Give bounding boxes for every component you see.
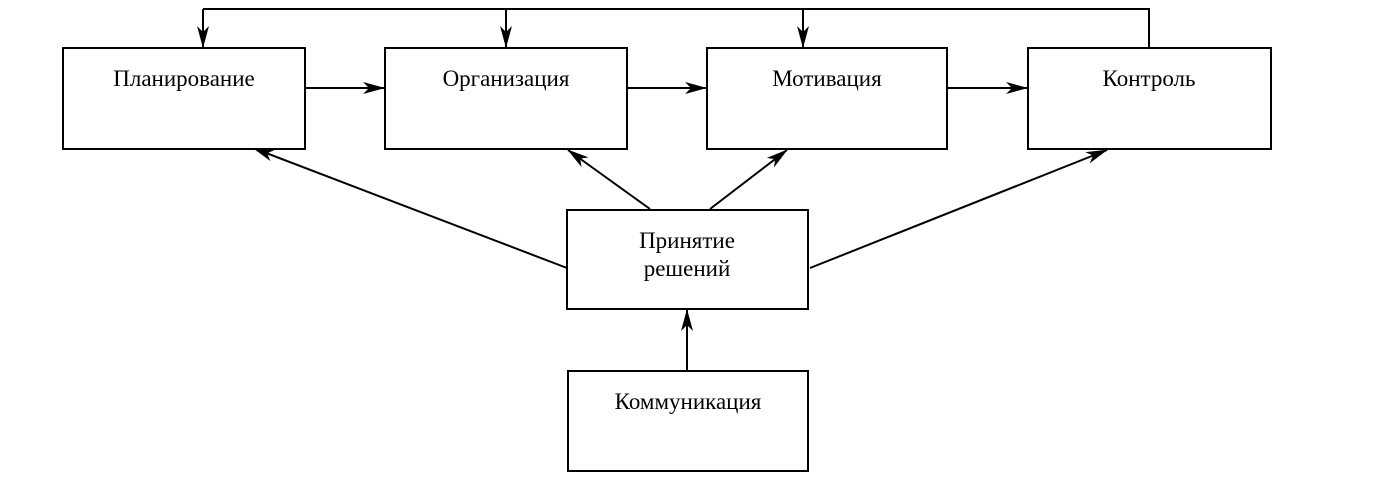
node-control-label: Контроль: [1103, 66, 1196, 91]
arrow-decision-to-planning: [252, 147, 568, 269]
node-decision-making-label-line1: Принятие: [639, 228, 735, 253]
arrow-decision-to-control: [809, 149, 1108, 269]
arrow-decision-to-motivation: [709, 149, 788, 210]
node-organization: Организация: [384, 47, 628, 150]
node-motivation: Мотивация: [706, 47, 948, 150]
feedback-line-from-control: [203, 8, 1150, 47]
node-control: Контроль: [1027, 47, 1272, 150]
node-organization-label: Организация: [443, 66, 570, 91]
node-planning-label: Планирование: [113, 66, 255, 91]
node-planning: Планирование: [62, 47, 306, 150]
connectors: [197, 8, 1150, 370]
node-communication: Коммуникация: [567, 370, 809, 472]
node-communication-label: Коммуникация: [615, 389, 762, 414]
arrow-decision-to-organization: [567, 149, 651, 210]
node-decision-making: Принятие решений: [566, 209, 809, 310]
node-decision-making-label-line2: решений: [644, 256, 731, 281]
node-motivation-label: Мотивация: [772, 66, 882, 91]
